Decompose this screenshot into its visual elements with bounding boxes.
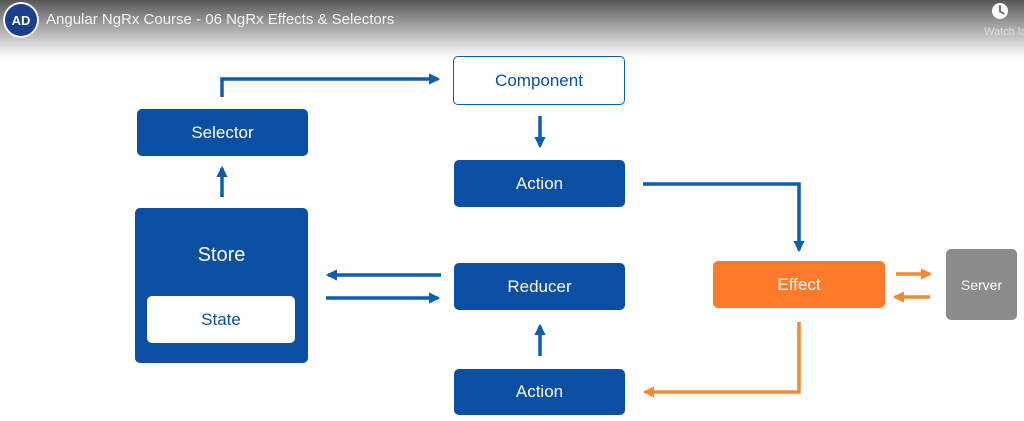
reducer-box: Reducer bbox=[454, 263, 625, 310]
server-label: Server bbox=[960, 276, 1003, 293]
store-box: Store State bbox=[135, 208, 308, 363]
component-label: Component bbox=[495, 70, 583, 90]
action-bottom-box: Action bbox=[454, 369, 625, 415]
store-label: Store bbox=[197, 244, 246, 266]
channel-avatar[interactable]: AD bbox=[3, 2, 39, 38]
action-bottom-label: Action bbox=[515, 382, 564, 401]
arrow-action-to-effect bbox=[643, 182, 805, 253]
arrow-selector-to-component bbox=[220, 73, 441, 97]
state-label: State bbox=[201, 309, 241, 329]
reducer-label: Reducer bbox=[507, 276, 572, 296]
effect-box: Effect bbox=[713, 261, 885, 308]
effect-label: Effect bbox=[777, 274, 821, 294]
action-top-box: Action bbox=[454, 160, 625, 207]
action-top-label: Action bbox=[515, 173, 564, 193]
selector-box: Selector bbox=[137, 109, 308, 156]
component-box: Component bbox=[453, 56, 625, 105]
state-box: State bbox=[147, 296, 295, 343]
watch-later-label: Watch later bbox=[984, 26, 1024, 38]
arrow-effect-to-action bbox=[642, 322, 801, 398]
video-title-bar: AD Angular NgRx Course - 06 NgRx Effects… bbox=[0, 0, 1024, 58]
channel-logo-text: AD bbox=[11, 12, 31, 28]
video-title[interactable]: Angular NgRx Course - 06 NgRx Effects & … bbox=[46, 11, 395, 28]
server-box: Server bbox=[946, 249, 1017, 320]
selector-label: Selector bbox=[191, 122, 254, 142]
clock-icon bbox=[992, 3, 1008, 19]
watch-later-button[interactable]: Watch later bbox=[964, 2, 1024, 38]
